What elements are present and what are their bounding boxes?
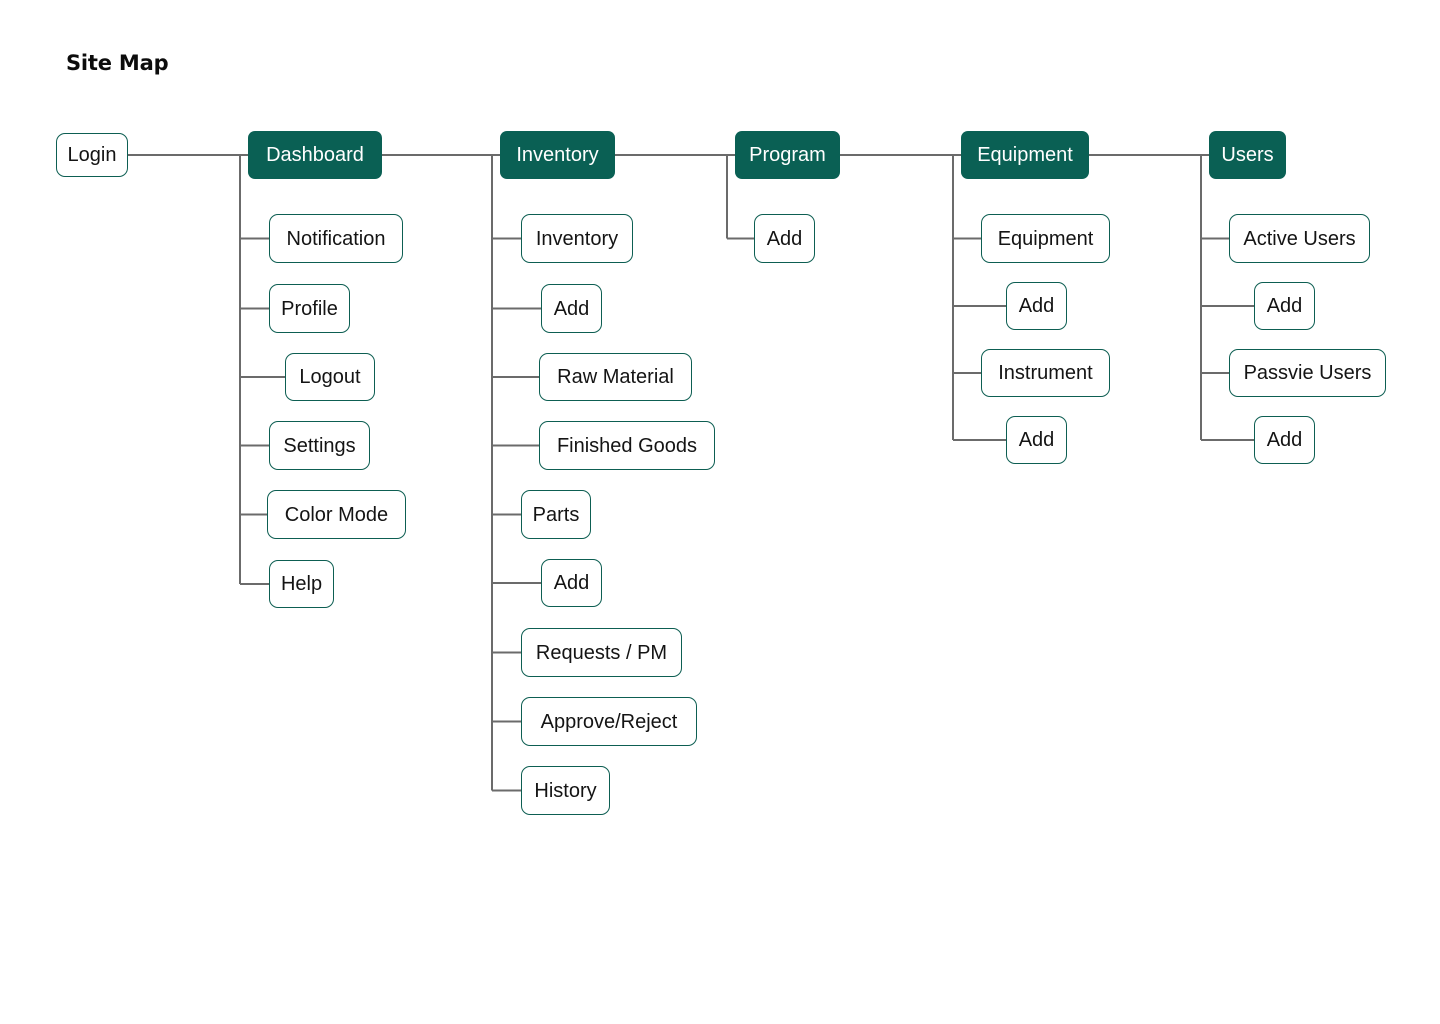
- node-label: Approve/Reject: [540, 710, 678, 733]
- node-inventory-add[interactable]: Add: [541, 284, 602, 333]
- node-users-add[interactable]: Add: [1254, 416, 1315, 464]
- node-dashboard-profile[interactable]: Profile: [269, 284, 350, 333]
- node-label: Dashboard: [266, 144, 364, 166]
- node-dashboard[interactable]: Dashboard: [248, 131, 382, 179]
- node-users-active-users[interactable]: Active Users: [1229, 214, 1370, 263]
- node-label: Equipment: [997, 227, 1094, 250]
- node-label: History: [534, 779, 597, 802]
- node-inventory-inventory[interactable]: Inventory: [521, 214, 633, 263]
- node-program-add[interactable]: Add: [754, 214, 815, 263]
- node-label: Add: [766, 227, 803, 250]
- node-label: Add: [553, 297, 590, 320]
- node-program[interactable]: Program: [735, 131, 840, 179]
- node-login[interactable]: Login: [56, 133, 128, 177]
- node-dashboard-notification[interactable]: Notification: [269, 214, 403, 263]
- node-inventory[interactable]: Inventory: [500, 131, 615, 179]
- node-label: Passvie Users: [1243, 362, 1372, 384]
- node-label: Notification: [286, 227, 386, 250]
- node-label: Add: [1266, 429, 1303, 451]
- node-dashboard-help[interactable]: Help: [269, 560, 334, 608]
- node-label: Inventory: [516, 144, 599, 166]
- node-label: Profile: [281, 297, 338, 320]
- node-label: Program: [749, 144, 826, 166]
- node-equipment-add[interactable]: Add: [1006, 416, 1067, 464]
- node-dashboard-logout[interactable]: Logout: [285, 353, 375, 401]
- node-equipment-instrument[interactable]: Instrument: [981, 349, 1110, 397]
- node-label: Add: [1018, 295, 1055, 317]
- node-equipment-equipment[interactable]: Equipment: [981, 214, 1110, 263]
- node-label: Raw Material: [557, 366, 674, 388]
- node-label: Login: [67, 144, 117, 166]
- node-label: Active Users: [1243, 227, 1356, 250]
- node-label: Finished Goods: [556, 434, 698, 457]
- node-label: Help: [280, 573, 323, 595]
- node-users-passvie-users[interactable]: Passvie Users: [1229, 349, 1386, 397]
- node-inventory-parts[interactable]: Parts: [521, 490, 591, 539]
- node-users[interactable]: Users: [1209, 131, 1286, 179]
- node-equipment-add[interactable]: Add: [1006, 282, 1067, 330]
- page-title: Site Map: [66, 51, 169, 75]
- node-users-add[interactable]: Add: [1254, 282, 1315, 330]
- node-inventory-finished-goods[interactable]: Finished Goods: [539, 421, 715, 470]
- node-label: Color Mode: [284, 503, 389, 526]
- node-dashboard-color-mode[interactable]: Color Mode: [267, 490, 406, 539]
- node-inventory-raw-material[interactable]: Raw Material: [539, 353, 692, 401]
- node-inventory-requests-pm[interactable]: Requests / PM: [521, 628, 682, 677]
- node-equipment[interactable]: Equipment: [961, 131, 1089, 179]
- node-label: Settings: [283, 434, 356, 457]
- node-label: Users: [1221, 144, 1274, 166]
- node-label: Equipment: [977, 144, 1073, 166]
- node-inventory-add[interactable]: Add: [541, 559, 602, 607]
- node-inventory-history[interactable]: History: [521, 766, 610, 815]
- node-inventory-approve-reject[interactable]: Approve/Reject: [521, 697, 697, 746]
- node-label: Instrument: [998, 362, 1093, 384]
- node-dashboard-settings[interactable]: Settings: [269, 421, 370, 470]
- node-label: Inventory: [535, 227, 619, 250]
- node-label: Parts: [532, 503, 580, 526]
- node-label: Add: [553, 572, 590, 594]
- node-label: Requests / PM: [535, 641, 668, 664]
- node-label: Add: [1266, 295, 1303, 317]
- node-label: Add: [1018, 429, 1055, 451]
- node-label: Logout: [299, 366, 361, 388]
